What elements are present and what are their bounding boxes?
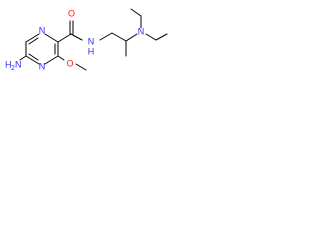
bond bbox=[28, 53, 39, 61]
bond bbox=[44, 55, 59, 65]
atom-nh2-h: H bbox=[5, 59, 12, 69]
bond bbox=[25, 55, 40, 65]
bond bbox=[57, 55, 65, 61]
atom-n-bottom: N bbox=[39, 61, 46, 71]
atom-nh-h: H bbox=[88, 46, 95, 56]
atom-nh-n: N bbox=[88, 36, 95, 46]
bond bbox=[155, 33, 168, 41]
bond bbox=[111, 32, 127, 42]
atom-n-amine: N bbox=[138, 26, 145, 36]
bonds bbox=[19, 8, 168, 71]
atom-n-top: N bbox=[39, 25, 46, 35]
atom-o-methoxy: O bbox=[66, 58, 73, 68]
bond bbox=[75, 63, 87, 71]
bond bbox=[57, 33, 72, 43]
bond bbox=[25, 33, 40, 43]
bond bbox=[125, 33, 138, 42]
atom-nh2-n: N bbox=[15, 59, 22, 69]
bond bbox=[28, 37, 39, 45]
atom-nh2-sub: 2 bbox=[11, 65, 15, 72]
bond bbox=[99, 32, 113, 41]
molecule-structure: N N H 2 N O O N H N bbox=[5, 8, 168, 72]
bond bbox=[70, 33, 83, 41]
bond bbox=[145, 33, 157, 41]
bond bbox=[44, 33, 59, 43]
atom-o-carbonyl: O bbox=[68, 8, 75, 18]
bond bbox=[130, 8, 142, 17]
molecule-canvas: N N H 2 N O O N H N bbox=[0, 0, 193, 82]
bond bbox=[19, 55, 27, 61]
